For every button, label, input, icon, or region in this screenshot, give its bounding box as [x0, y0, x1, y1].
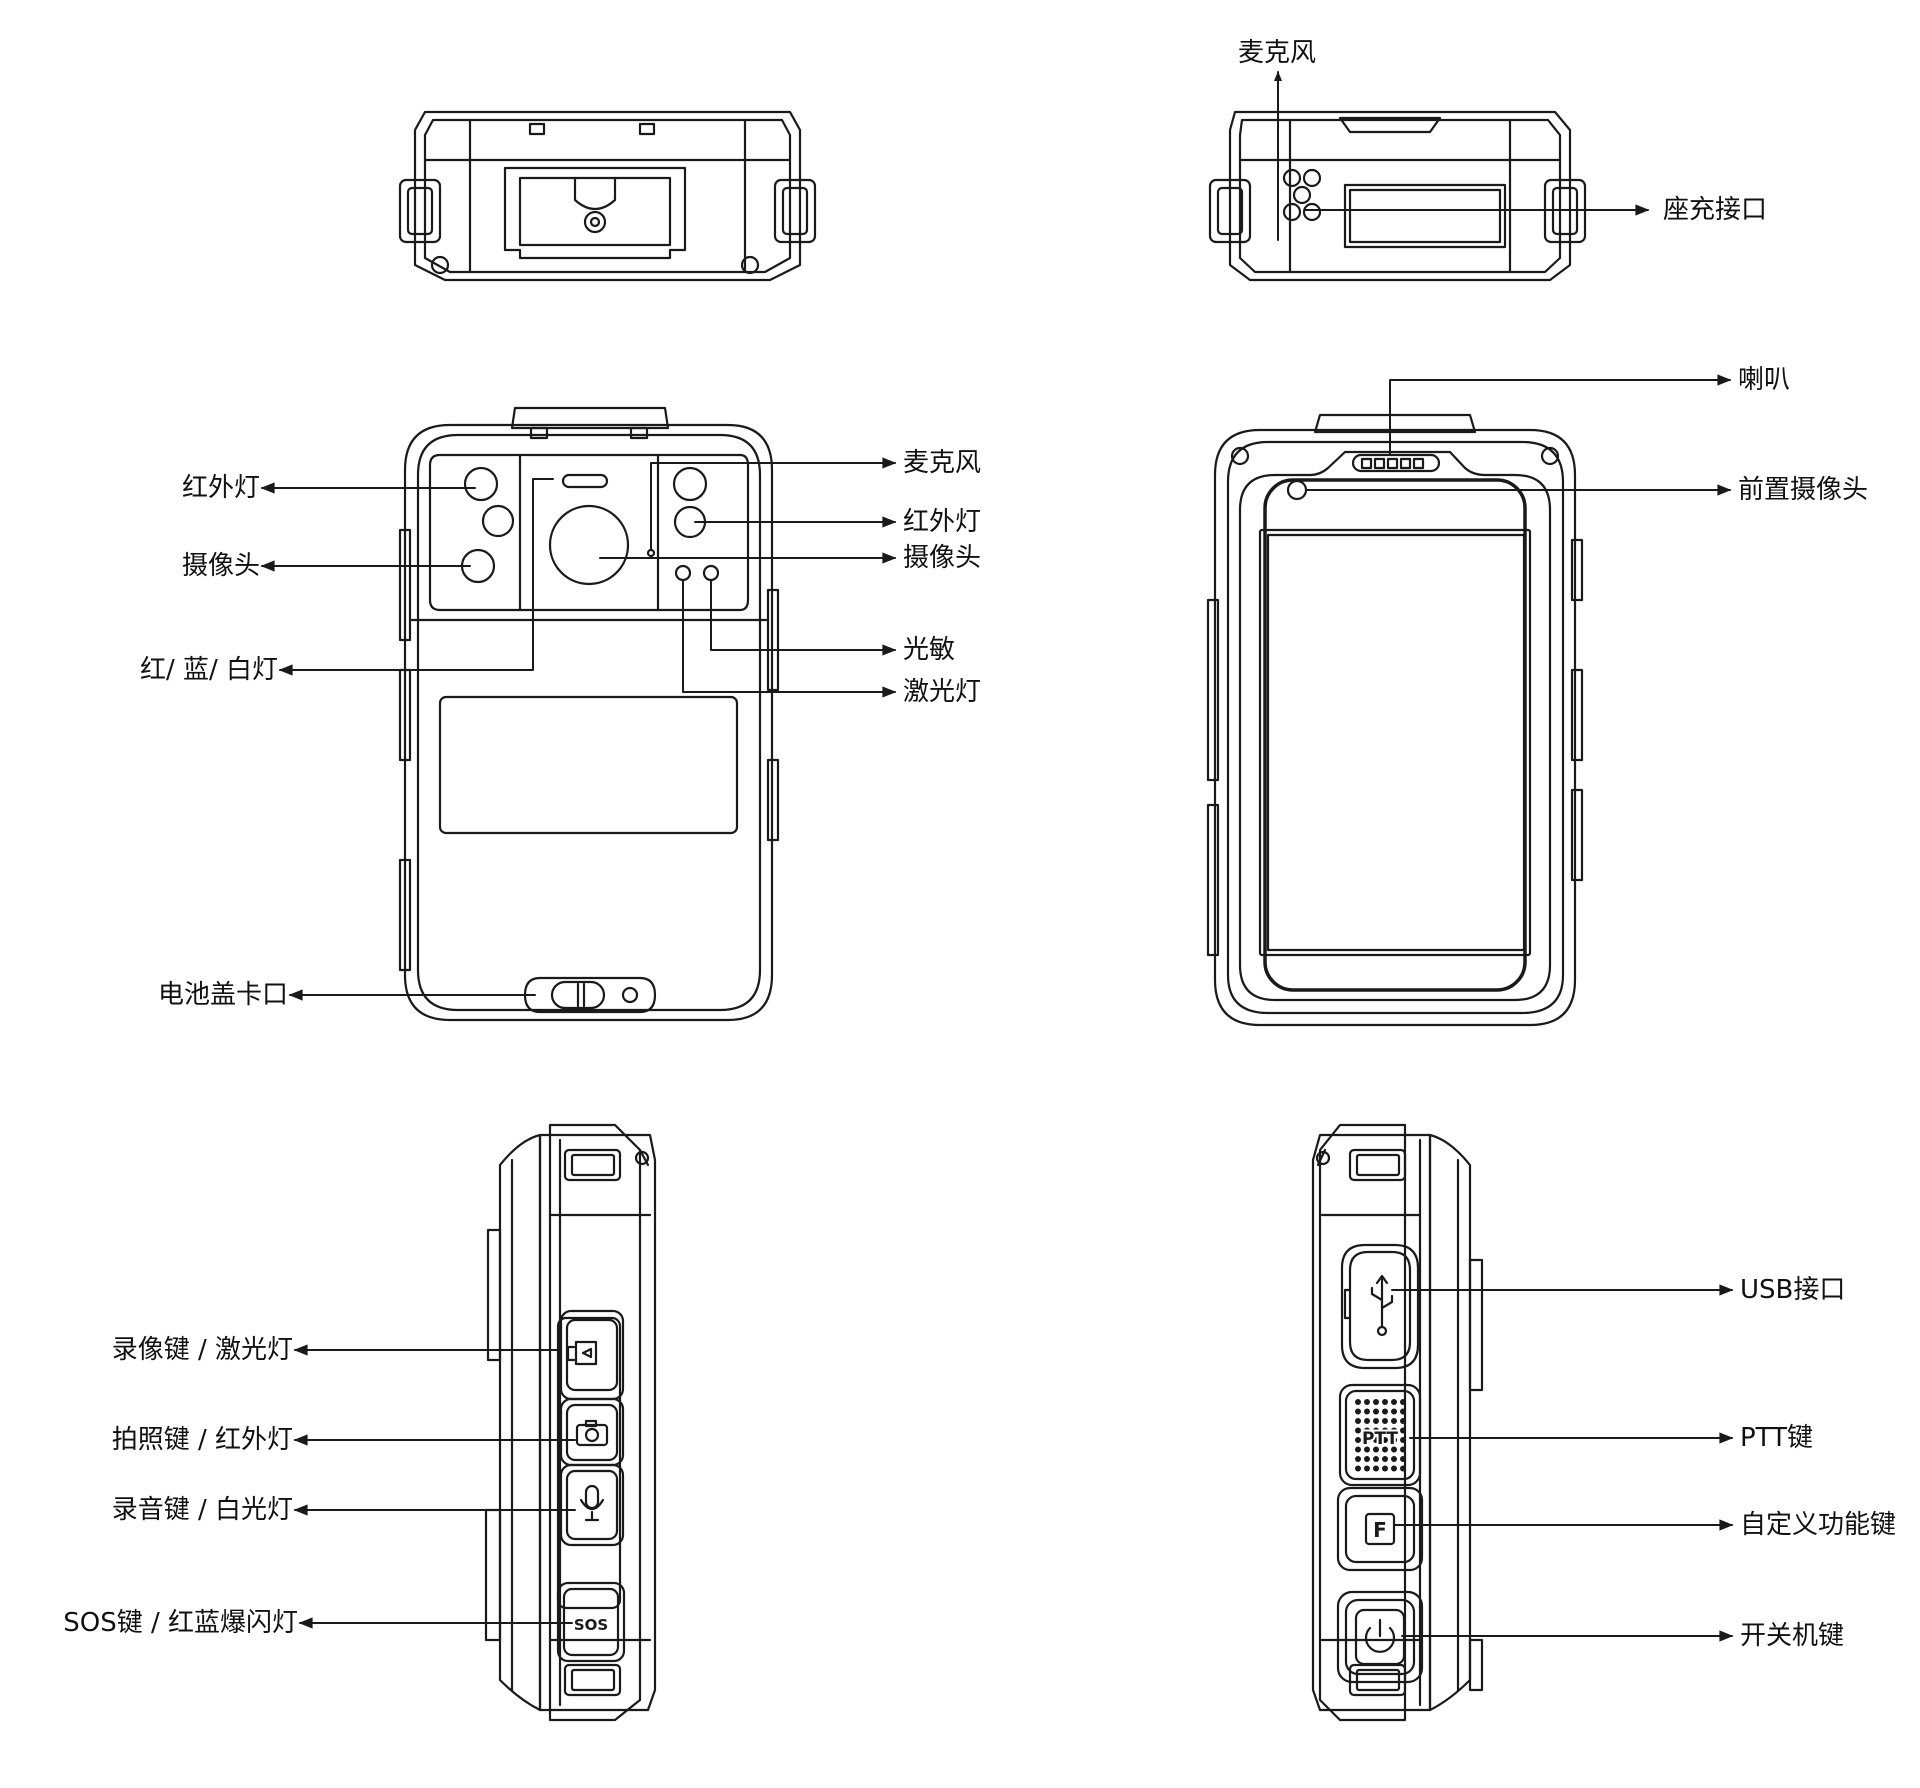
top-view-left — [398, 110, 817, 282]
label-usb-port: USB接口 — [1740, 1275, 1846, 1305]
label-speaker: 喇叭 — [1738, 365, 1791, 395]
left-side-view — [484, 1123, 657, 1722]
label-dock-connector: 座充接口 — [1663, 195, 1768, 225]
label-battery-latch: 电池盖卡口 — [157, 980, 288, 1010]
label-record-video-key: 录像键 / 激光灯 — [111, 1335, 293, 1365]
label-back-ir-right: 红外灯 — [903, 507, 982, 537]
front-view — [1206, 413, 1584, 1027]
label-light-sensor: 光敏 — [903, 635, 956, 665]
leader-lines — [260, 71, 1734, 1642]
sos-button-text: SOS — [574, 1616, 608, 1634]
back-view — [398, 406, 780, 1022]
label-custom-key: 自定义功能键 — [1740, 1510, 1897, 1540]
label-sos-key: SOS键 / 红蓝爆闪灯 — [63, 1608, 298, 1638]
label-back-rgb-light: 红/ 蓝/ 白灯 — [139, 655, 278, 685]
ptt-button-text: PTT — [1362, 1429, 1398, 1449]
top-view-right — [1208, 110, 1587, 282]
label-power-key: 开关机键 — [1740, 1621, 1845, 1651]
right-side-view — [1311, 1123, 1484, 1722]
ptt-button-grip — [1355, 1399, 1406, 1472]
label-back-camera-left: 摄像头 — [181, 551, 260, 581]
label-front-camera: 前置摄像头 — [1738, 475, 1869, 505]
label-back-camera-right: 摄像头 — [903, 543, 982, 573]
label-laser: 激光灯 — [903, 677, 982, 707]
label-ptt-key: PTT键 — [1740, 1423, 1813, 1453]
label-back-mic: 麦克风 — [903, 448, 982, 478]
label-back-ir-left: 红外灯 — [181, 473, 260, 503]
f-button-text: F — [1373, 1518, 1387, 1542]
label-top-mic: 麦克风 — [1238, 38, 1317, 68]
label-record-audio-key: 录音键 / 白光灯 — [111, 1495, 293, 1525]
label-photo-key: 拍照键 / 红外灯 — [111, 1425, 293, 1455]
